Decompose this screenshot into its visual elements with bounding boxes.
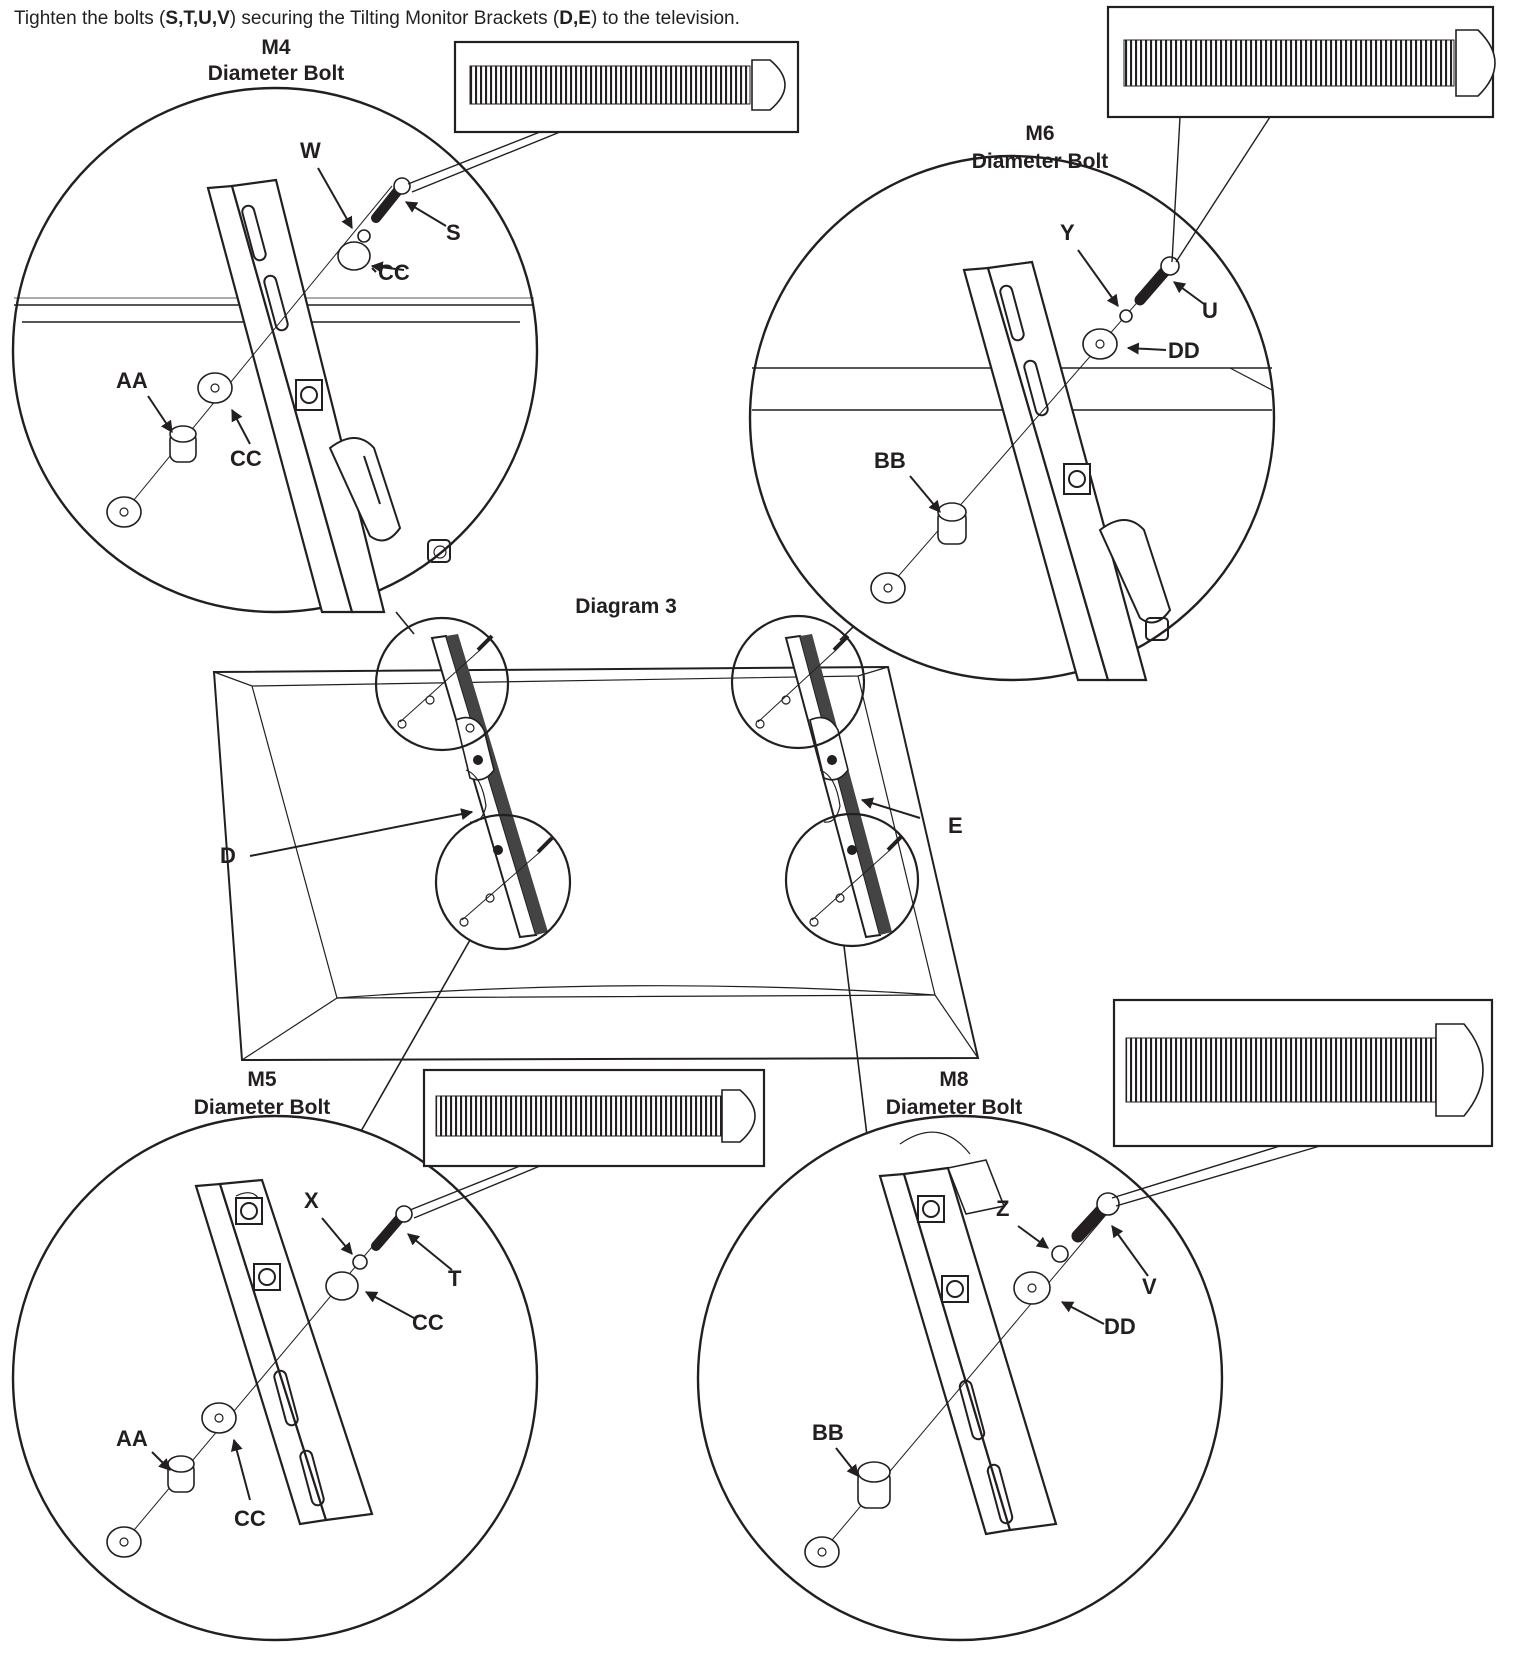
lock-washer-y-label: Y <box>1060 220 1075 245</box>
washer-dd-label-2: DD <box>1104 1314 1136 1339</box>
bolt-s-label: S <box>446 220 461 245</box>
detail-circle-top-right <box>730 614 866 750</box>
washer-cc-back-label-2: CC <box>234 1506 266 1531</box>
spacer-bb-bottom-label: BB <box>812 1420 844 1445</box>
callout-bottom-right-size: M8 <box>939 1068 968 1091</box>
spacer-aa-label: AA <box>116 368 148 393</box>
bolt-t-label: T <box>448 1266 462 1291</box>
callout-bottom-right-caption: Diameter Bolt <box>886 1096 1023 1119</box>
callout-top-left-size: M4 <box>261 36 290 59</box>
bolt-u-label: U <box>1202 298 1218 323</box>
washer-dd-label: DD <box>1168 338 1200 363</box>
detail-circle-top-left <box>374 616 510 752</box>
callout-bottom-left-size: M5 <box>247 1068 276 1091</box>
lock-washer-z-label: Z <box>996 1196 1009 1221</box>
detail-circle-bottom-left <box>434 813 572 951</box>
detail-circle-bottom-right <box>784 812 920 948</box>
bracket-e <box>784 634 892 939</box>
callout-top-right-caption: Diameter Bolt <box>972 150 1109 173</box>
television-back <box>212 665 980 1062</box>
spacer-aa-label-2: AA <box>116 1426 148 1451</box>
spacer-bb-top-label: BB <box>874 448 906 473</box>
callout-bottom-left: M5 Diameter Bolt X T CC AA CC <box>11 1068 766 1642</box>
bracket-d <box>430 634 548 939</box>
washer-cc-top-label: CC <box>378 260 410 285</box>
bracket-d-label: D <box>220 843 236 868</box>
diagram-title: Diagram 3 <box>575 595 677 618</box>
instruction-text: Tighten the bolts (S,T,U,V) securing the… <box>14 8 740 29</box>
callout-bottom-right: M8 Diameter Bolt Z V DD BB <box>696 998 1494 1642</box>
lock-washer-x-label: X <box>304 1188 319 1213</box>
lock-washer-w-label: W <box>300 138 321 163</box>
washer-cc-back-label: CC <box>230 446 262 471</box>
bracket-e-pointer <box>860 797 921 819</box>
bracket-d-pointer <box>249 808 474 857</box>
callout-top-right-size: M6 <box>1025 122 1054 145</box>
callout-top-left-caption: Diameter Bolt <box>208 62 345 85</box>
callout-top-right: M6 Diameter Bolt Y U DD BB <box>748 5 1496 682</box>
callout-top-left: M4 Diameter Bolt W S CC AA CC <box>11 36 800 614</box>
bolt-v-label: V <box>1142 1274 1157 1299</box>
washer-cc-top-label-2: CC <box>412 1310 444 1335</box>
callout-bottom-left-caption: Diameter Bolt <box>194 1096 331 1119</box>
bracket-e-label: E <box>948 813 963 838</box>
